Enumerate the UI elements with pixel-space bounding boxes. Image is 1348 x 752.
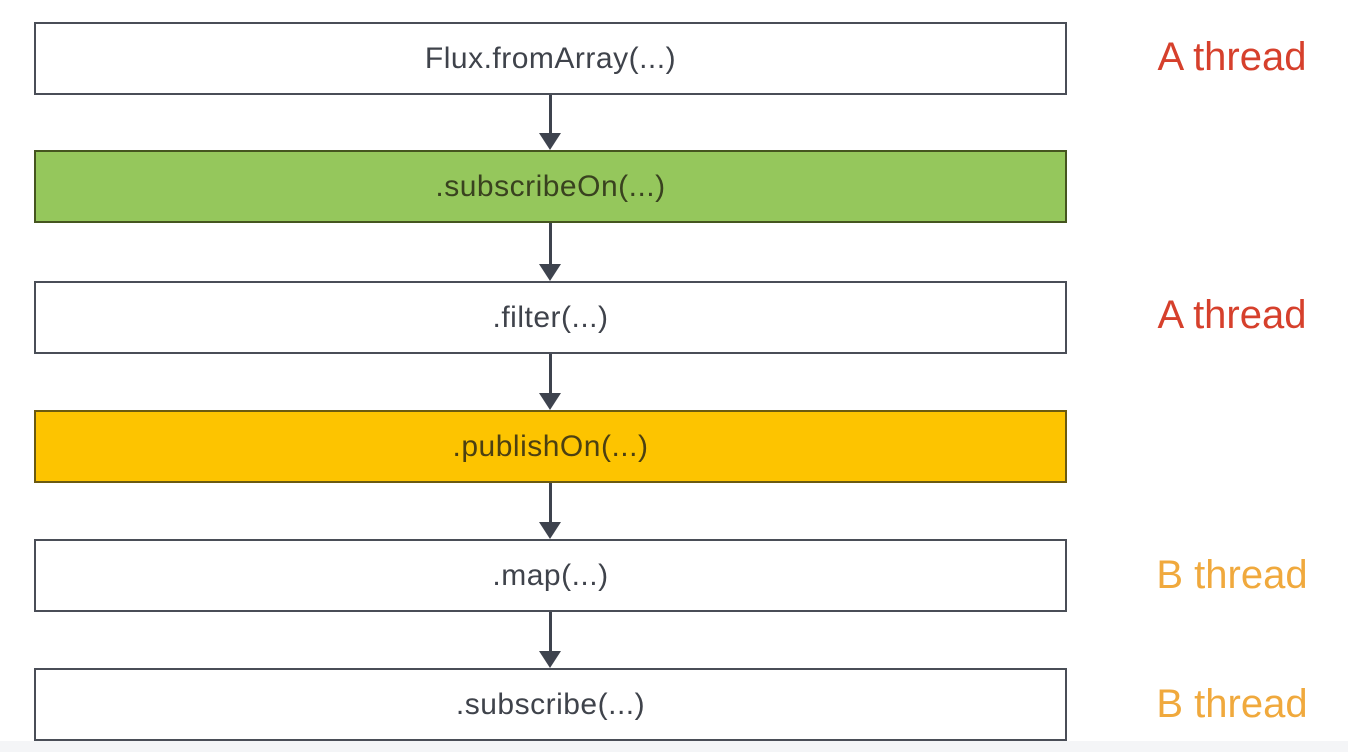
thread-label-a-2: A thread — [1157, 293, 1307, 337]
node-subscribeon: .subscribeOn(...) — [34, 150, 1067, 223]
arrow-shaft — [548, 95, 552, 135]
node-flux-fromarray: Flux.fromArray(...) — [34, 22, 1067, 95]
arrow-shaft — [548, 223, 552, 266]
arrow-shaft — [548, 612, 552, 653]
node-label: .filter(...) — [492, 300, 609, 334]
thread-label-b-2: B thread — [1156, 682, 1308, 726]
arrow-shaft — [548, 354, 552, 395]
node-filter: .filter(...) — [34, 281, 1067, 354]
node-map: .map(...) — [34, 539, 1067, 612]
node-label: .subscribeOn(...) — [435, 169, 666, 203]
arrow-down-icon — [539, 483, 561, 539]
node-subscribe: .subscribe(...) — [34, 668, 1067, 741]
arrow-head-icon — [539, 651, 561, 668]
arrow-down-icon — [539, 612, 561, 668]
node-label: .publishOn(...) — [452, 429, 649, 463]
arrow-down-icon — [539, 95, 561, 150]
arrow-head-icon — [539, 522, 561, 539]
thread-label-a-1: A thread — [1157, 35, 1307, 79]
node-publishon: .publishOn(...) — [34, 410, 1067, 483]
node-label: Flux.fromArray(...) — [424, 41, 677, 75]
arrow-head-icon — [539, 393, 561, 410]
arrow-down-icon — [539, 354, 561, 410]
node-label: .map(...) — [492, 558, 609, 592]
node-label: .subscribe(...) — [455, 687, 646, 721]
arrow-shaft — [548, 483, 552, 524]
arrow-down-icon — [539, 223, 561, 281]
bottom-edge-strip — [0, 741, 1348, 752]
thread-label-b-1: B thread — [1156, 553, 1308, 597]
arrow-head-icon — [539, 133, 561, 150]
arrow-head-icon — [539, 264, 561, 281]
